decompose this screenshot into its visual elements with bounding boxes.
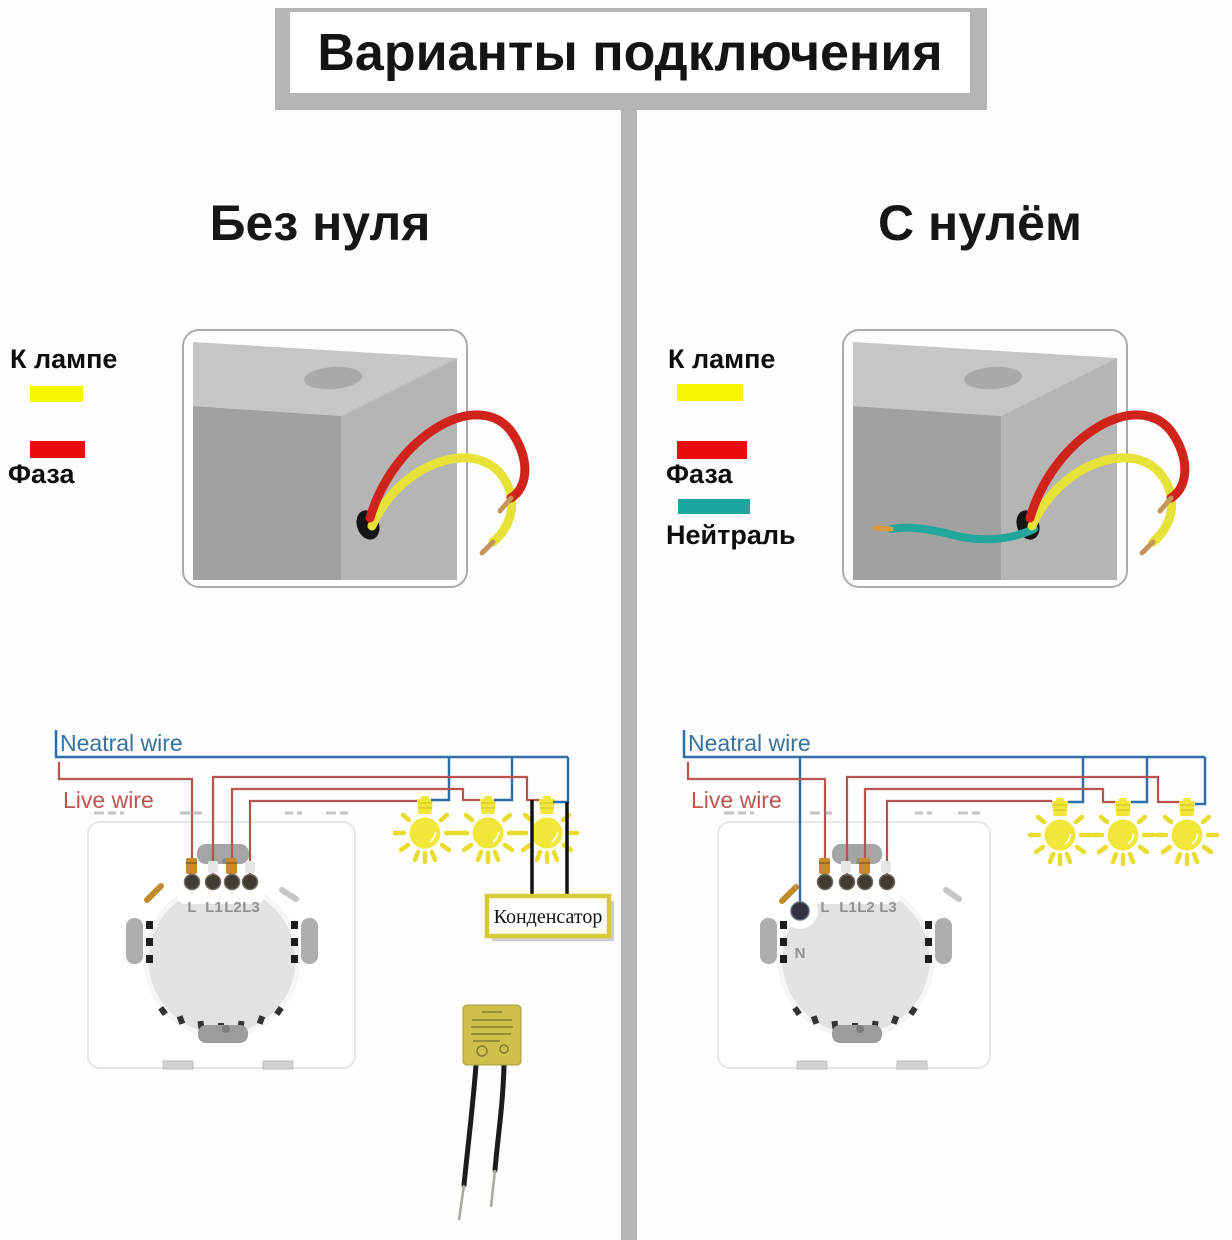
bulb-2 <box>458 796 518 862</box>
terminal-label-l3: L3 <box>879 899 897 916</box>
corner-screw-gray <box>943 887 962 902</box>
bottom-clip <box>198 1025 248 1043</box>
legend-swatch-lamp-left <box>30 386 83 402</box>
live-wire-label-left: Live wire <box>63 787 154 813</box>
title-box: Варианты подключения <box>275 8 987 110</box>
title-box-inner: Варианты подключения <box>290 12 970 93</box>
smart-switch-left <box>87 811 356 1070</box>
capacitor-label-box: Конденсатор <box>484 893 614 941</box>
left-clip <box>126 918 143 964</box>
red-phase-wire <box>365 410 530 523</box>
neutral-wire-label-right: Neatral wire <box>688 730 811 756</box>
legend-label-lamp-left: К лампе <box>10 344 118 374</box>
capacitor-wires <box>530 800 569 897</box>
live-wire-lines <box>686 762 1179 877</box>
terminal-label-l2: L2 <box>224 899 242 916</box>
legend-swatch-phase-left <box>30 441 85 458</box>
terminal-label-l: L <box>187 899 196 916</box>
corner-screw-gold <box>144 883 164 903</box>
side-contacts <box>780 921 932 963</box>
legend-label-phase-left: Фаза <box>8 459 75 489</box>
left-clip <box>760 918 777 964</box>
capacitor-component <box>457 1004 522 1221</box>
ceiling-box-illustration-right <box>842 329 1190 588</box>
red-wire-tip <box>497 495 514 514</box>
wiring-diagram-right: N L L1 L2 L3 Neatral wire Live wire <box>682 730 1232 1070</box>
n-terminal-hole <box>790 901 810 921</box>
switch-terminals-left: L L1 L2 L3 <box>183 858 260 916</box>
box-top-hole <box>304 366 362 390</box>
bulb-3 <box>1157 798 1217 864</box>
teal-neutral-wire <box>887 523 1038 544</box>
terminal-label-l1: L1 <box>839 899 857 916</box>
capacitor-print-lines <box>471 1011 513 1042</box>
bulb-2 <box>1093 798 1153 864</box>
section-heading-left: Без нуля <box>209 195 431 251</box>
box-top-hole <box>964 366 1022 390</box>
legend-swatch-phase-right <box>677 441 747 459</box>
bottom-contacts <box>792 1006 918 1031</box>
smart-switch-right <box>717 811 991 1070</box>
side-contacts <box>146 921 298 963</box>
center-divider <box>621 108 637 1240</box>
legend-label-neutral-right: Нейтраль <box>666 520 796 550</box>
neutral-wire-label-left: Neatral wire <box>60 730 183 756</box>
live-wire-label-right: Live wire <box>691 787 782 813</box>
terminal-label-l1: L1 <box>205 899 223 916</box>
page-title: Варианты подключения <box>317 23 943 82</box>
corner-screw-gray <box>279 887 299 902</box>
bulb-1 <box>1030 798 1090 864</box>
junction-box <box>853 342 1117 580</box>
right-clip <box>301 918 318 964</box>
junction-box <box>193 342 457 580</box>
section-heading-right: С нулём <box>878 195 1082 251</box>
terminal-label-n: N <box>795 945 806 962</box>
neutral-wire-lines <box>682 730 1207 905</box>
teal-wire-tip <box>872 525 894 532</box>
legend-label-phase-right: Фаза <box>666 459 733 489</box>
legend-swatch-neutral-right <box>678 499 750 514</box>
terminal-block <box>812 864 900 904</box>
yellow-wire-tip <box>1139 539 1156 556</box>
bottom-bracket <box>262 1060 294 1070</box>
bottom-bracket <box>796 1060 828 1070</box>
legend-swatch-lamp-right <box>677 384 743 401</box>
bottom-bracket <box>896 1060 928 1070</box>
corner-screw-gold <box>779 884 799 904</box>
switch-terminals-right: N L L1 L2 L3 <box>790 858 897 962</box>
terminal-label-l: L <box>820 899 829 916</box>
terminal-holes <box>816 873 896 891</box>
red-phase-wire <box>1025 410 1190 523</box>
legend-label-lamp-right: К лампе <box>668 344 776 374</box>
red-wire-tip <box>1157 495 1174 514</box>
terminal-label-l2: L2 <box>857 899 875 916</box>
wiring-diagram-left: Конденсатор <box>54 730 614 1221</box>
terminal-holes <box>183 873 259 891</box>
yellow-wire-tip <box>479 539 496 556</box>
right-clip <box>935 918 952 964</box>
yellow-lamp-wire <box>1027 453 1176 547</box>
bottom-clip <box>832 1025 882 1043</box>
bottom-bracket <box>162 1060 194 1070</box>
ceiling-box-illustration-left <box>182 329 530 588</box>
capacitor-label: Конденсатор <box>494 906 603 928</box>
terminal-label-l3: L3 <box>242 899 260 916</box>
yellow-lamp-wire <box>367 453 516 547</box>
bulb-1 <box>395 796 455 862</box>
